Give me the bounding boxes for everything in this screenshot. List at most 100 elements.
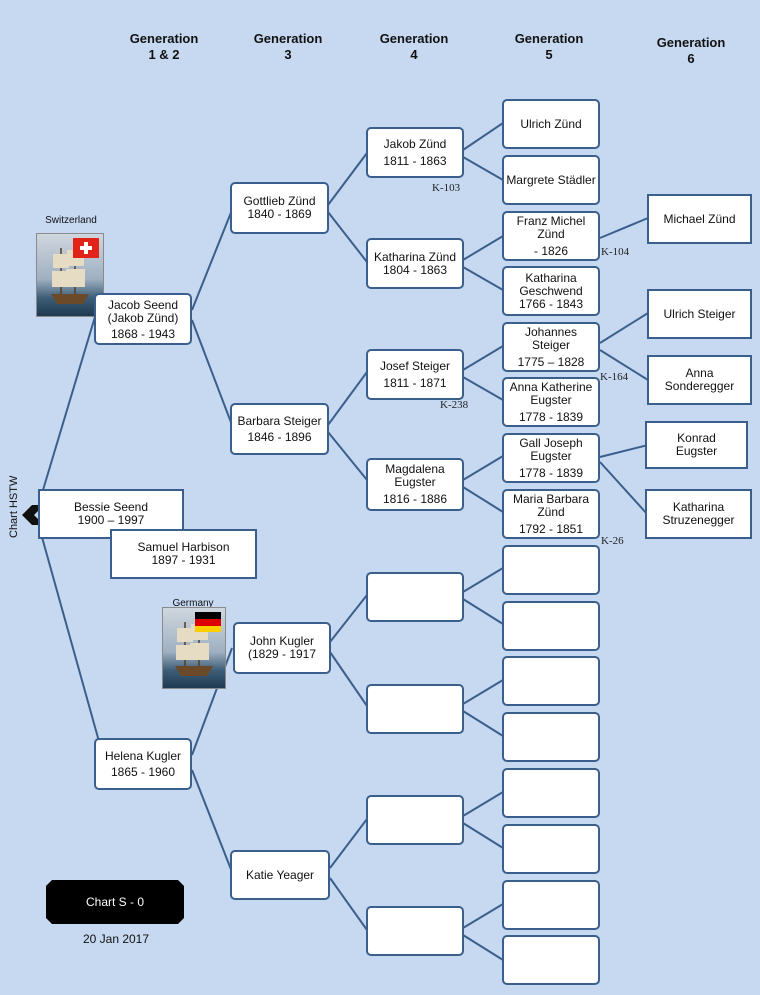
ship-icon (175, 618, 213, 676)
person-box-margrete-stadler[interactable]: Margrete Städler (502, 155, 600, 205)
person-box-anna-sonderegger[interactable]: Anna Sonderegger (647, 355, 752, 405)
person-dates: 1816 - 1886 (382, 492, 448, 506)
person-dates: 1792 - 1851 (518, 521, 584, 536)
person-name: Josef Steiger (379, 358, 451, 373)
person-dates: 1897 - 1931 (151, 553, 216, 567)
person-name: Johannes (524, 324, 578, 339)
person-box-empty[interactable] (366, 684, 464, 734)
person-dates: 1775 – 1828 (517, 354, 585, 369)
person-box-john-kugler[interactable]: John Kugler (1829 - 1917 (233, 622, 331, 674)
person-dates: 1900 – 1997 (77, 513, 145, 527)
person-box-katharina-struzenegger[interactable]: Katharina Struzenegger (645, 489, 752, 539)
ref-k164[interactable]: K-164 (600, 371, 629, 383)
person-box-franz-michel-zund[interactable]: Franz Michel Zünd - 1826 (502, 211, 600, 261)
person-dates: 1865 - 1960 (110, 764, 176, 779)
chart-date: 20 Jan 2017 (82, 932, 150, 946)
person-box-gall-joseph-eugster[interactable]: Gall Joseph Eugster 1778 - 1839 (502, 433, 600, 483)
person-box-anna-katherine-eugster[interactable]: Anna Katherine Eugster 1778 - 1839 (502, 377, 600, 427)
person-box-empty[interactable] (502, 768, 600, 818)
person-name: Barbara Steiger (237, 413, 322, 428)
person-box-empty[interactable] (502, 935, 600, 985)
person-box-empty[interactable] (366, 906, 464, 956)
person-dates: 1766 - 1843 (518, 296, 584, 311)
person-alias: (Jakob Zünd) (107, 311, 179, 325)
person-dates: 1811 - 1871 (383, 375, 447, 390)
person-box-johannes-steiger[interactable]: Johannes Steiger 1775 – 1828 (502, 322, 600, 372)
person-box-empty[interactable] (366, 572, 464, 622)
ref-k104[interactable]: K-104 (601, 246, 630, 258)
person-box-ulrich-steiger[interactable]: Ulrich Steiger (647, 289, 752, 339)
person-box-katie-yeager[interactable]: Katie Yeager (230, 850, 330, 900)
swiss-flag-icon (73, 238, 99, 258)
person-name: Magdalena (385, 462, 445, 476)
person-name: Jacob Seend (107, 298, 179, 312)
ship-switzerland-image (36, 233, 104, 317)
person-box-empty[interactable] (366, 795, 464, 845)
person-box-jakob-zund[interactable]: Jakob Zünd 1811 - 1863 (366, 127, 464, 178)
person-name: Maria Barbara (512, 491, 590, 506)
ref-k26[interactable]: K-26 (601, 535, 624, 547)
person-box-josef-steiger[interactable]: Josef Steiger 1811 - 1871 (366, 349, 464, 400)
person-name: Katharina (525, 270, 577, 285)
person-name: Michael Zünd (663, 211, 736, 226)
german-flag-icon (195, 612, 221, 632)
person-dates: 1846 - 1896 (247, 429, 312, 444)
person-box-katharina-zund[interactable]: Katharina Zünd 1804 - 1863 (366, 238, 464, 289)
header-generation-4: Generation 4 (379, 31, 449, 62)
person-box-konrad-eugster[interactable]: Konrad Eugster (645, 421, 748, 469)
person-name: Katharina (672, 500, 725, 514)
ref-k238[interactable]: K-238 (440, 399, 469, 411)
ship-germany-image (162, 607, 226, 689)
person-box-barbara-steiger[interactable]: Barbara Steiger 1846 - 1896 (230, 403, 329, 455)
person-name: Gottlieb Zünd (243, 194, 316, 208)
country-label-germany: Germany (172, 598, 214, 609)
header-generation-5: Generation 5 (514, 31, 584, 62)
person-box-helena-kugler[interactable]: Helena Kugler 1865 - 1960 (94, 738, 192, 790)
person-surname: Steiger (531, 337, 571, 352)
person-box-empty[interactable] (502, 656, 600, 706)
person-box-gottlieb-zund[interactable]: Gottlieb Zünd 1840 - 1869 (230, 182, 329, 234)
ship-icon (51, 244, 89, 304)
person-box-empty[interactable] (502, 824, 600, 874)
country-label-switzerland: Switzerland (45, 215, 97, 226)
person-dates: (1829 - 1917 (247, 647, 317, 661)
person-name: Jakob Zünd (383, 136, 447, 151)
person-dates: 1778 - 1839 (518, 465, 584, 480)
person-box-magdalena-eugster[interactable]: Magdalena Eugster 1816 - 1886 (366, 458, 464, 511)
person-box-michael-zund[interactable]: Michael Zünd (647, 194, 752, 244)
ref-k103[interactable]: K-103 (432, 182, 461, 194)
person-box-empty[interactable] (502, 880, 600, 930)
person-dates: 1804 - 1863 (382, 262, 448, 277)
person-box-empty[interactable] (502, 545, 600, 595)
header-generation-1-2: Generation 1 & 2 (129, 31, 199, 62)
person-dates: 1868 - 1943 (110, 327, 176, 341)
person-box-maria-barbara-zund[interactable]: Maria Barbara Zünd 1792 - 1851 (502, 489, 600, 539)
person-dates: - 1826 (533, 243, 569, 258)
person-box-jacob-seend[interactable]: Jacob Seend (Jakob Zünd) 1868 - 1943 (94, 293, 192, 345)
chart-side-label: Chart HSTW (8, 475, 20, 538)
person-surname: Geschwend (519, 283, 583, 298)
person-name: Bessie Seend (73, 500, 149, 514)
person-box-katharina-geschwend[interactable]: Katharina Geschwend 1766 - 1843 (502, 266, 600, 316)
person-name: John Kugler (249, 634, 315, 648)
person-surname: Zünd (537, 504, 565, 519)
person-box-empty[interactable] (502, 712, 600, 762)
chart-id-badge: Chart S - 0 (46, 880, 184, 924)
person-name: Anna (685, 366, 714, 380)
person-name: Katharina Zünd (373, 249, 457, 264)
header-generation-3: Generation 3 (253, 31, 323, 62)
person-name: Margrete Städler (506, 172, 596, 187)
header-generation-6: Generation 6 (656, 35, 726, 66)
person-name: Franz Michel (516, 213, 586, 228)
person-box-samuel-harbison[interactable]: Samuel Harbison 1897 - 1931 (110, 529, 257, 579)
person-box-empty[interactable] (502, 601, 600, 651)
person-surname: Eugster (675, 444, 718, 458)
person-box-ulrich-zund[interactable]: Ulrich Zünd (502, 99, 600, 149)
person-name: Gall Joseph (519, 435, 583, 450)
person-name: Ulrich Zünd (520, 116, 582, 131)
person-surname: Zünd (537, 226, 565, 241)
person-name: Samuel Harbison (137, 540, 230, 554)
person-dates: 1840 - 1869 (247, 207, 312, 221)
person-name: Katie Yeager (245, 867, 315, 882)
